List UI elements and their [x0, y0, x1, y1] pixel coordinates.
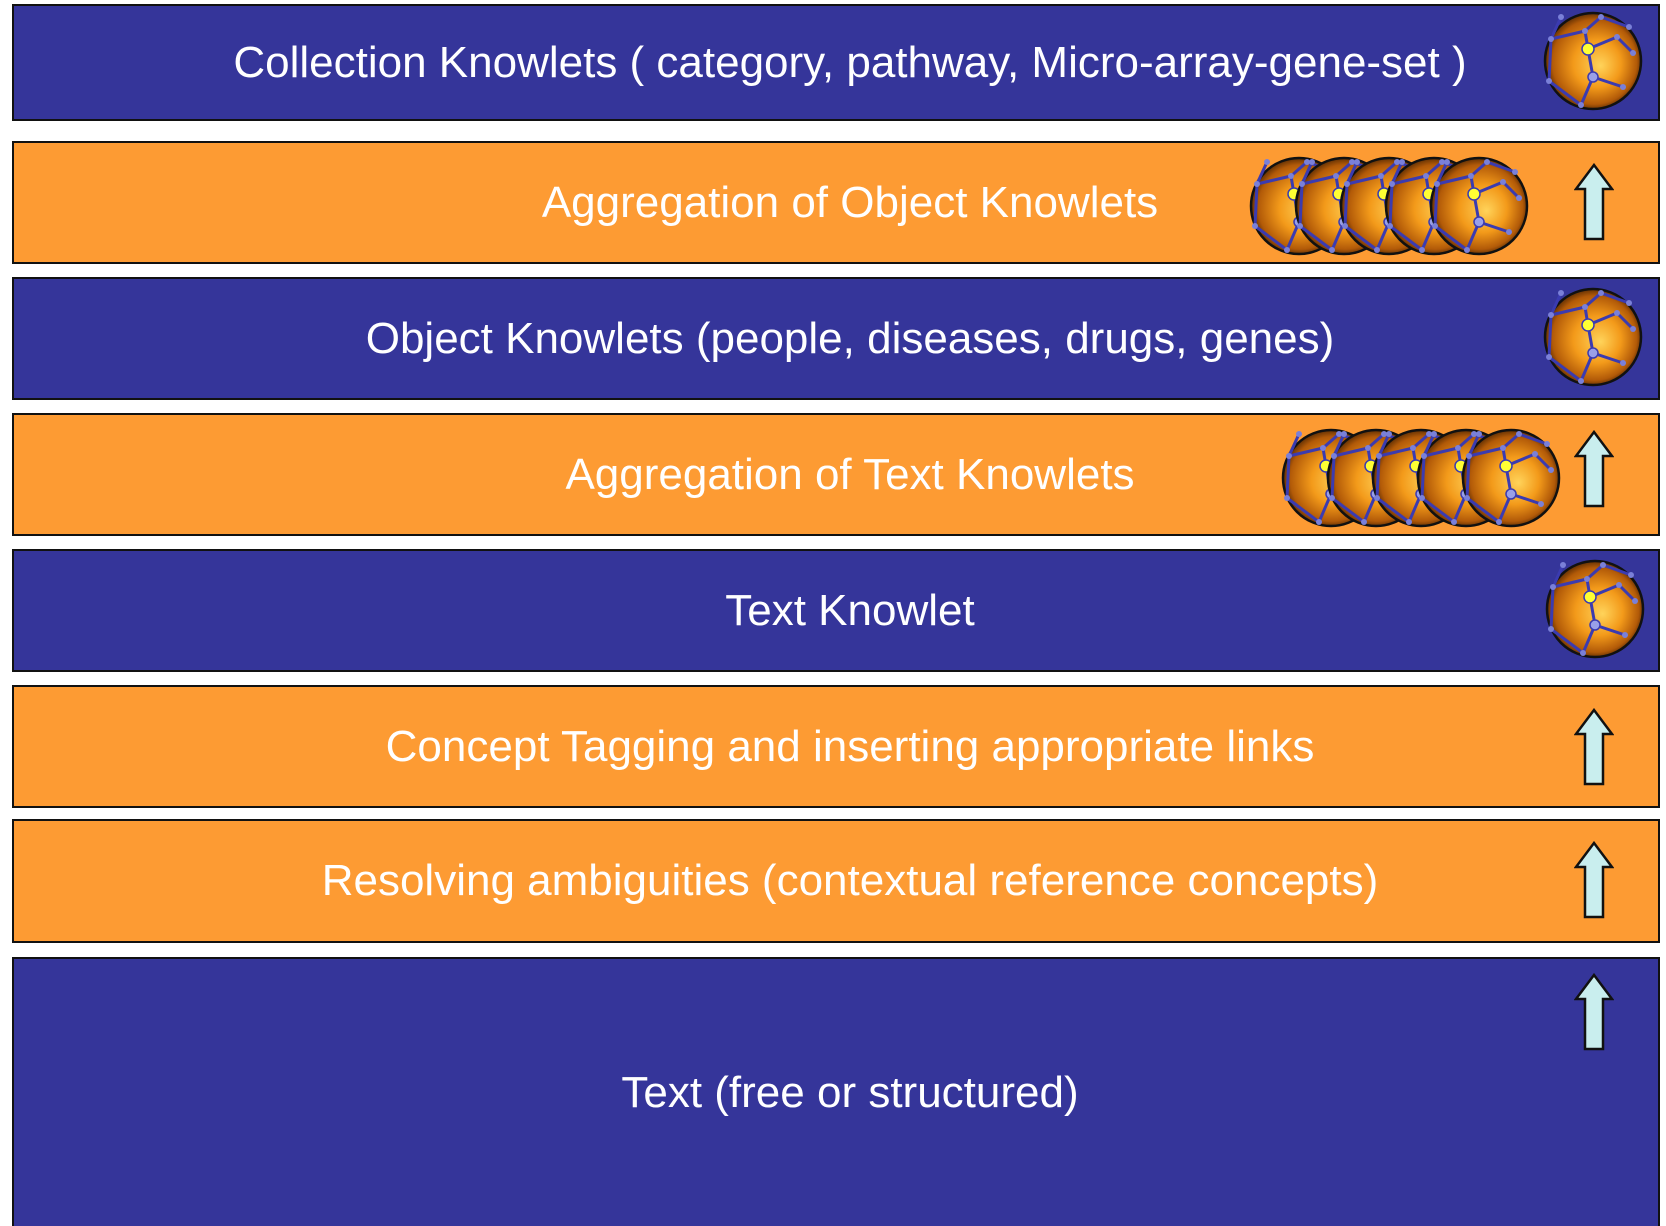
knowlet-sphere-icon	[1545, 559, 1645, 659]
layer-text: Text (free or structured)	[12, 957, 1660, 1226]
layer-concept-tagging-label: Concept Tagging and inserting appropriat…	[385, 721, 1315, 771]
up-arrow-icon	[1574, 163, 1614, 241]
layer-resolving-ambiguities: Resolving ambiguities (contextual refere…	[12, 819, 1660, 943]
layer-text-knowlet: Text Knowlet	[12, 549, 1660, 672]
up-arrow-icon	[1574, 708, 1614, 786]
layer-concept-tagging: Concept Tagging and inserting appropriat…	[12, 685, 1660, 808]
layer-object-label: Object Knowlets (people, diseases, drugs…	[365, 313, 1335, 363]
layer-text-knowlet-label: Text Knowlet	[725, 585, 975, 635]
up-arrow-icon	[1574, 841, 1614, 919]
layer-resolving-label: Resolving ambiguities (contextual refere…	[321, 856, 1379, 905]
layer-object-knowlets: Object Knowlets (people, diseases, drugs…	[12, 277, 1660, 400]
knowlet-sphere-icon	[1543, 287, 1643, 387]
layer-collection-knowlets: Collection Knowlets ( category, pathway,…	[12, 4, 1660, 121]
layer-text-label: Text (free or structured)	[621, 1067, 1079, 1117]
knowlet-sphere-icon	[1461, 428, 1561, 528]
up-arrow-icon	[1574, 973, 1614, 1051]
up-arrow-icon	[1574, 430, 1614, 508]
knowlet-sphere-icon	[1429, 156, 1529, 256]
knowlet-sphere-icon	[1543, 11, 1643, 111]
layer-aggregation-text-label: Aggregation of Text Knowlets	[565, 449, 1135, 499]
layer-aggregation-object-label: Aggregation of Object Knowlets	[541, 177, 1159, 227]
layer-collection-label: Collection Knowlets ( category, pathway,…	[233, 37, 1467, 87]
